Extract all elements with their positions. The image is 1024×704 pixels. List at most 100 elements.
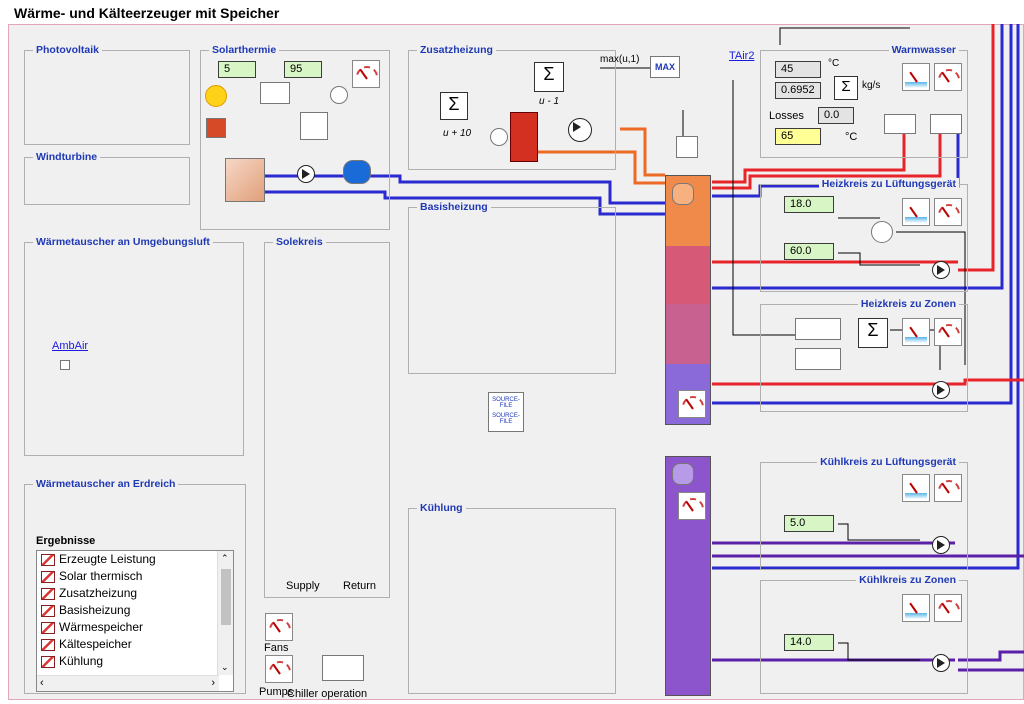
riser-blue-2 bbox=[712, 24, 1013, 405]
hk-zonen-schedule-icon[interactable] bbox=[795, 348, 841, 370]
fans-gauge-icon[interactable] bbox=[265, 613, 293, 641]
max-block[interactable]: MAX bbox=[650, 56, 680, 78]
group-solarthermie: Solarthermie bbox=[200, 44, 390, 230]
sum-plus10-block[interactable]: Σ bbox=[440, 92, 468, 120]
cold-tank-gauge-icon[interactable] bbox=[678, 492, 706, 520]
hot-to-ww-2 bbox=[712, 130, 942, 190]
hk-lueft-gauge-1-icon[interactable] bbox=[902, 198, 930, 226]
results-list-item[interactable]: Wärmespeicher bbox=[37, 619, 233, 636]
riser-red-1 bbox=[958, 24, 995, 272]
kk-lueft-gauge-2-icon[interactable] bbox=[934, 474, 962, 502]
aux-pump-icon[interactable] bbox=[568, 118, 592, 142]
hk-zonen-sum-block[interactable]: Σ bbox=[858, 318, 888, 348]
solar-controller-icon[interactable] bbox=[260, 82, 290, 104]
ww-setpoint-value[interactable]: 65 bbox=[775, 128, 821, 145]
pumps-gauge-icon[interactable] bbox=[265, 655, 293, 683]
results-item-label: Kühlung bbox=[59, 654, 104, 668]
group-zusatzheizung: Zusatzheizung bbox=[408, 44, 616, 170]
ww-gauge-1-icon[interactable] bbox=[902, 63, 930, 91]
boiler-ctrl-icon[interactable] bbox=[490, 128, 508, 146]
hk-zonen-curve-icon[interactable] bbox=[795, 318, 841, 340]
group-label: Solarthermie bbox=[209, 44, 280, 56]
solar-input-b[interactable]: 95 bbox=[284, 61, 322, 78]
ww-flow-value[interactable]: 0.6952 bbox=[775, 82, 821, 99]
results-list-item[interactable]: Kältespeicher bbox=[37, 636, 233, 653]
group-label: Wärmetauscher an Umgebungsluft bbox=[33, 236, 213, 248]
hk-lueft-temp-sensor-icon[interactable] bbox=[871, 221, 893, 243]
max-block-label: MAX bbox=[655, 62, 675, 72]
kk-lueft-input[interactable]: 5.0 bbox=[784, 515, 834, 532]
ww-temp-value[interactable]: 45 bbox=[775, 61, 821, 78]
solar-expansion-vessel-icon[interactable] bbox=[343, 160, 371, 184]
aux-valve-icon[interactable] bbox=[676, 136, 698, 158]
fans-label: Fans bbox=[264, 642, 289, 654]
results-list-item[interactable]: Kühlung bbox=[37, 653, 233, 670]
hk-zonen-pump-icon[interactable] bbox=[932, 381, 950, 399]
supply-label: Supply bbox=[286, 580, 320, 592]
boiler-icon[interactable] bbox=[510, 112, 538, 162]
hk-lueft-pump-icon[interactable] bbox=[932, 261, 950, 279]
hot-heizung-2 bbox=[515, 150, 665, 185]
hk-zonen-gauge-2-icon[interactable] bbox=[934, 318, 962, 346]
pumps-label: Pumps bbox=[259, 686, 294, 698]
kk-zonen-gauge-1-icon[interactable] bbox=[902, 594, 930, 622]
heat-storage-tank[interactable] bbox=[665, 175, 711, 425]
plot-icon bbox=[41, 570, 55, 583]
solar-gauge-icon[interactable] bbox=[352, 60, 380, 88]
plot-icon bbox=[41, 604, 55, 617]
hk-lueft-input-a[interactable]: 18.0 bbox=[784, 196, 834, 213]
ww-losses-value[interactable]: 0.0 bbox=[818, 107, 854, 124]
kk-zonen-gauge-2-icon[interactable] bbox=[934, 594, 962, 622]
plot-icon bbox=[41, 621, 55, 634]
solar-input-a[interactable]: 5 bbox=[218, 61, 256, 78]
kk-lueft-gauge-1-icon[interactable] bbox=[902, 474, 930, 502]
purple-cool-5 bbox=[958, 650, 1024, 662]
scroll-right-icon[interactable]: › bbox=[211, 677, 215, 689]
kk-lueft-pump-icon[interactable] bbox=[932, 536, 950, 554]
heat-tank-gauge-icon[interactable] bbox=[678, 390, 706, 418]
ww-sum-block[interactable]: Σ bbox=[834, 76, 858, 100]
results-horizontal-scrollbar[interactable]: ‹ › bbox=[37, 675, 219, 691]
results-vertical-scrollbar[interactable]: ⌃ ⌄ bbox=[217, 551, 233, 675]
group-basisheizung: Basisheizung bbox=[408, 201, 616, 374]
kk-zonen-input[interactable]: 14.0 bbox=[784, 634, 834, 651]
group-label: Warmwasser bbox=[888, 44, 959, 56]
blue-solar bbox=[265, 174, 665, 205]
solar-pump-icon[interactable] bbox=[297, 165, 315, 183]
ww-kgs-label: kg/s bbox=[862, 80, 881, 91]
ww-hx-2-icon[interactable] bbox=[930, 114, 962, 134]
tair2-link[interactable]: TAir2 bbox=[729, 50, 755, 62]
ww-hx-1-icon[interactable] bbox=[884, 114, 916, 134]
results-list-item[interactable]: Basisheizung bbox=[37, 602, 233, 619]
solar-collector-icon[interactable] bbox=[225, 158, 265, 202]
scroll-down-icon[interactable]: ⌄ bbox=[221, 662, 229, 672]
solar-temp-sensor-icon[interactable] bbox=[330, 86, 348, 104]
riser-blue-3 bbox=[712, 24, 1020, 570]
kk-zonen-pump-icon[interactable] bbox=[932, 654, 950, 672]
sum-minus1-block[interactable]: Σ bbox=[534, 62, 564, 92]
plot-icon bbox=[41, 587, 55, 600]
hk-zonen-gauge-1-icon[interactable] bbox=[902, 318, 930, 346]
scroll-up-icon[interactable]: ⌃ bbox=[221, 553, 229, 563]
group-kuehlkreis-lueftung: Kühlkreis zu Lüftungsgerät bbox=[760, 456, 968, 570]
results-list-item[interactable]: Solar thermisch bbox=[37, 568, 233, 585]
hk-lueft-input-b[interactable]: 60.0 bbox=[784, 243, 834, 260]
results-list-item[interactable]: Zusatzheizung bbox=[37, 585, 233, 602]
ambair-link[interactable]: AmbAir bbox=[52, 340, 89, 352]
ambair-checkbox[interactable] bbox=[60, 360, 70, 370]
chiller-schedule-icon[interactable] bbox=[322, 655, 364, 681]
results-list-item[interactable]: Erzeugte Leistung bbox=[37, 551, 233, 568]
plot-icon bbox=[41, 655, 55, 668]
results-item-label: Solar thermisch bbox=[59, 569, 143, 583]
ww-gauge-2-icon[interactable] bbox=[934, 63, 962, 91]
group-kuehlkreis-zonen: Kühlkreis zu Zonen bbox=[760, 574, 968, 694]
solar-hx-icon[interactable] bbox=[300, 112, 328, 140]
group-label: Heizkreis zu Zonen bbox=[857, 298, 959, 310]
source-file-block[interactable]: SOURCE-FILE SOURCE-FILE bbox=[488, 392, 524, 432]
results-scroll-thumb[interactable] bbox=[221, 569, 231, 625]
sun-icon bbox=[205, 85, 227, 107]
scroll-left-icon[interactable]: ‹ bbox=[40, 677, 44, 689]
hk-lueft-gauge-2-icon[interactable] bbox=[934, 198, 962, 226]
